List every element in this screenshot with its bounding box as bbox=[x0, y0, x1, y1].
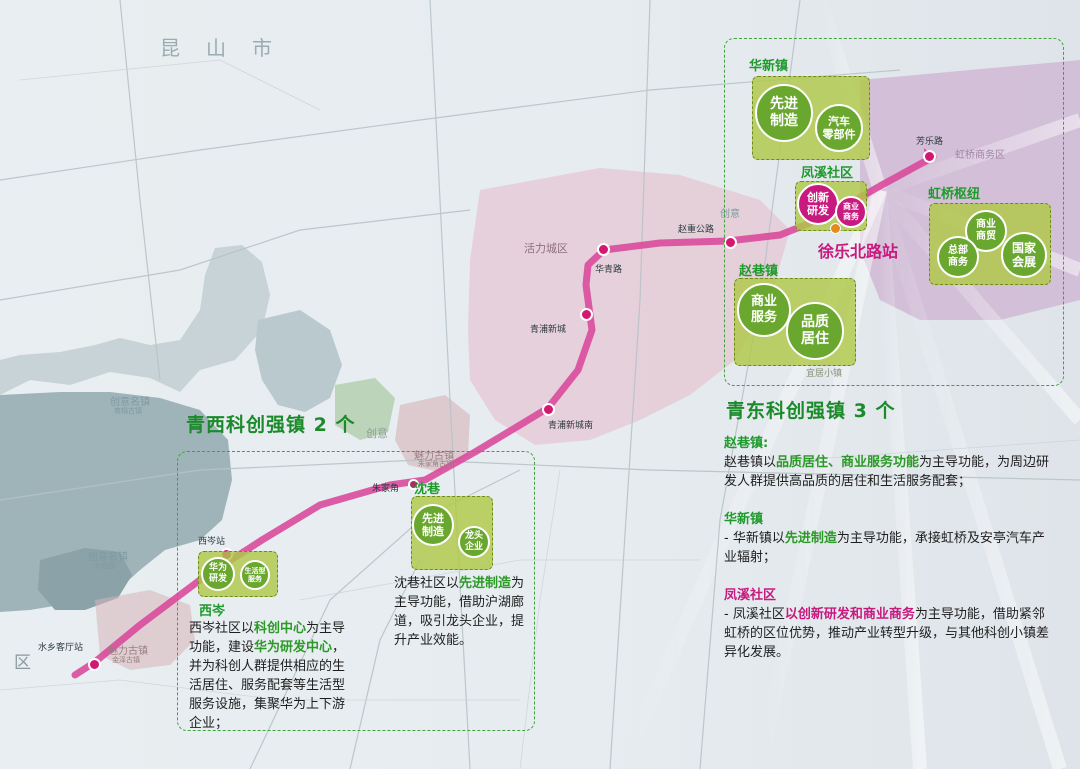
station-qingpu-xincheng-label: 青浦新城 bbox=[530, 325, 567, 335]
meili-guzhen-bottom: 魅力古镇 bbox=[108, 646, 148, 657]
station-huaqing-dot[interactable] bbox=[597, 243, 610, 256]
shenxiang-bubble-leading: 龙头 企业 bbox=[458, 526, 490, 558]
west-dashed-panel bbox=[177, 451, 535, 731]
station-zhaochong-dot[interactable] bbox=[724, 236, 737, 249]
station-qingpu-xinchengnan-dot[interactable] bbox=[542, 403, 555, 416]
xulebei-station-label: 徐乐北路站 bbox=[818, 242, 899, 261]
kunshan-label: 昆 山 市 bbox=[160, 36, 275, 60]
shenxiang-bubble-manufacturing: 先进 制造 bbox=[412, 504, 454, 546]
huaxin-desc-body: - 华新镇以先进制造为主导功能，承接虹桥及安亭汽车产业辐射； bbox=[724, 531, 1045, 565]
west-headline: 青西科创强镇 2 个 bbox=[186, 414, 356, 436]
zhaoxiang-bubble-commercial: 商业 服务 bbox=[737, 283, 791, 337]
station-qingpu-xinchengnan-label: 青浦新城南 bbox=[548, 421, 594, 431]
shenxiang-description: 沈巷社区以先进制造为主导功能，借助沪湖廊道，吸引龙头企业，提升产业效能。 bbox=[394, 576, 525, 648]
hongqiao-bubble-hq: 总部 商务 bbox=[937, 236, 979, 278]
fengxi-bubble-commerce: 商业 商务 bbox=[835, 196, 867, 228]
huaxin-desc-title: 华新镇 bbox=[724, 512, 764, 527]
station-zhujiajiao-label: 朱家角 bbox=[372, 484, 400, 494]
xicen-bubble-huawei: 华为 研发 bbox=[201, 557, 235, 591]
fengxi-desc-title: 凤溪社区 bbox=[724, 588, 777, 603]
xulebei-station-dot[interactable] bbox=[830, 223, 841, 234]
chuangyi-label-top: 创意 bbox=[720, 209, 740, 220]
fengxi-bubble-innovation: 创新 研发 bbox=[797, 183, 839, 225]
east-dashed-panel bbox=[724, 38, 1064, 386]
yijuxiaozhen-label: 宜居小镇 bbox=[806, 369, 843, 379]
hongqiao-bubble-expo: 国家 会展 bbox=[1001, 232, 1047, 278]
meili-guzhen-top: 魅力古镇 bbox=[414, 451, 454, 462]
qu-left-label: 区 bbox=[14, 653, 31, 673]
chuangyi-label-mid: 创意 bbox=[366, 427, 388, 440]
fengxi-name: 凤溪社区 bbox=[801, 166, 854, 181]
huaxin-bubble-manufacturing: 先进 制造 bbox=[755, 84, 813, 142]
huoli-city-label: 活力城区 bbox=[524, 242, 568, 255]
station-xicen-label: 西岑站 bbox=[198, 537, 226, 547]
huaxin-name: 华新镇 bbox=[749, 59, 789, 74]
xicen-description: 西岑社区以科创中心为主导功能，建设华为研发中心，并为科创人群提供相应的生活居住、… bbox=[189, 621, 346, 731]
zhaoxiang-bubble-living: 品质 居住 bbox=[786, 302, 844, 360]
xicen-name: 西岑 bbox=[199, 604, 226, 619]
huaxin-bubble-auto-parts: 汽车 零部件 bbox=[815, 104, 863, 152]
station-fangle-label: 芳乐路 bbox=[916, 137, 944, 147]
zhaoxiang-name: 赵巷镇 bbox=[739, 264, 779, 279]
station-shuixiang-dot[interactable] bbox=[88, 658, 101, 671]
station-zhujiajiao-dot[interactable] bbox=[408, 479, 419, 490]
station-huaqing-label: 华青路 bbox=[595, 265, 623, 275]
meili-guzhen-top-sub: 朱家角古镇 bbox=[418, 460, 453, 468]
chuangyi-mingzhen-bottom: 创意名镇 bbox=[88, 552, 128, 563]
east-headline: 青东科创强镇 3 个 bbox=[726, 400, 896, 422]
chuangyi-mingzhen-top: 创意名镇 bbox=[110, 397, 150, 408]
east-description: 赵巷镇: 赵巷镇以品质居住、商业服务功能为主导功能，为周边研发人群提供高品质的居… bbox=[724, 434, 1056, 662]
zhaoxiang-desc-body: 赵巷镇以品质居住、商业服务功能为主导功能，为周边研发人群提供高品质的居住和生活服… bbox=[724, 455, 1050, 489]
shenxiang-name: 沈巷 bbox=[414, 482, 441, 497]
station-shuixiang-label: 水乡客厅站 bbox=[38, 643, 84, 653]
hongqiao-name: 虹桥枢纽 bbox=[928, 187, 981, 202]
hongqiao-area-label: 虹桥商务区 bbox=[955, 150, 1005, 161]
zhaoxiang-desc-title: 赵巷镇: bbox=[724, 436, 769, 451]
xicen-bubble-living: 生活型 服务 bbox=[240, 560, 270, 590]
station-fangle-dot[interactable] bbox=[923, 150, 936, 163]
station-zhaochong-label: 赵重公路 bbox=[678, 225, 715, 235]
station-qingpu-xincheng-dot[interactable] bbox=[580, 308, 593, 321]
meili-guzhen-bottom-sub: 金泽古镇 bbox=[112, 656, 140, 664]
fengxi-desc-body: - 凤溪社区以创新研发和商业商务为主导功能，借助紧邻虹桥的区位优势，推动产业转型… bbox=[724, 607, 1050, 660]
chuangyi-mingzhen-bottom-sub: 大观园 bbox=[94, 562, 115, 570]
chuangyi-mingzhen-top-sub: 商榻古镇 bbox=[114, 407, 142, 415]
